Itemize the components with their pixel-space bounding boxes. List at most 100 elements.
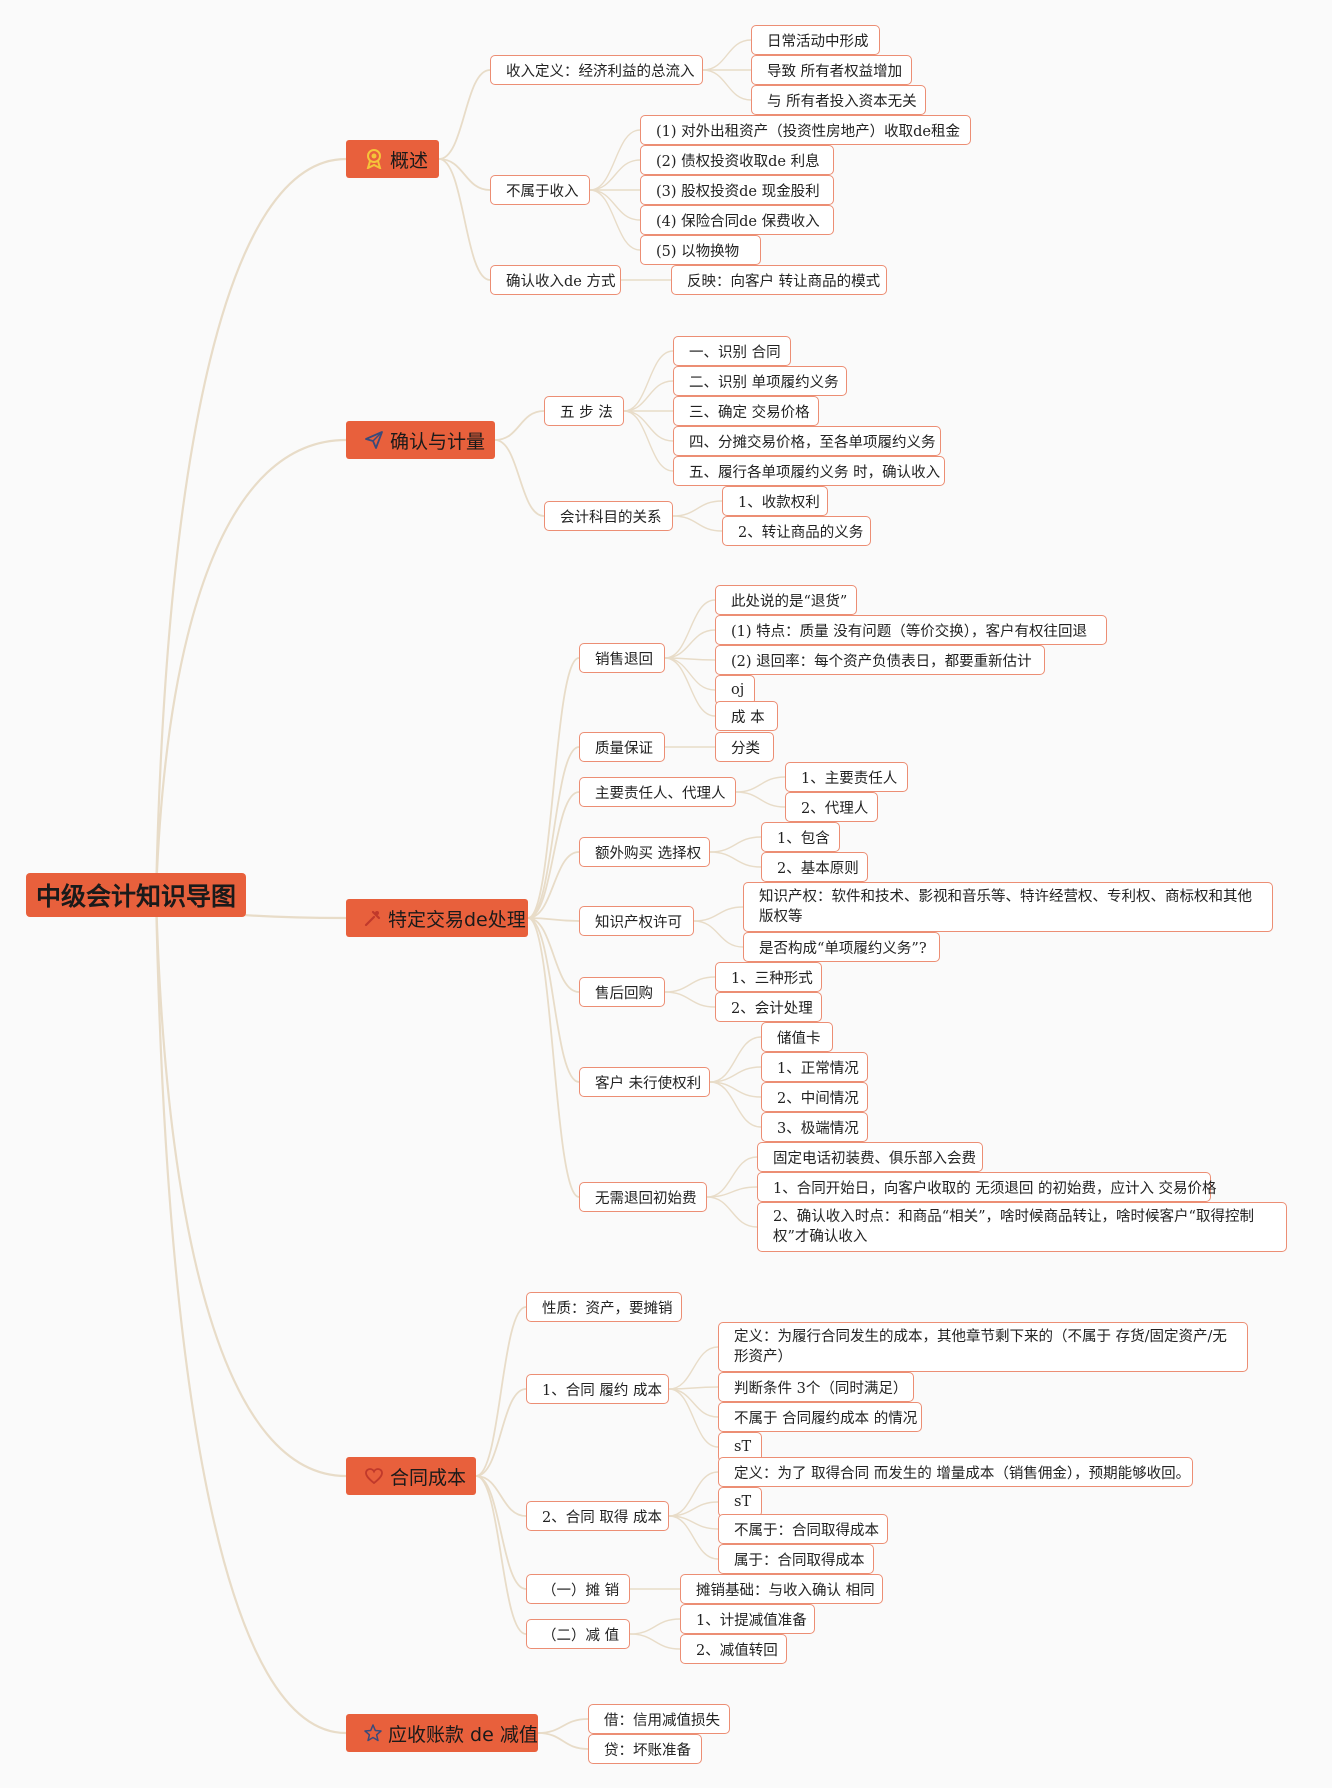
heart-icon — [364, 1466, 384, 1486]
connector-line — [154, 894, 347, 1478]
topic-quality-warranty[interactable]: 质量保证 — [579, 732, 665, 762]
leaf-node[interactable]: 不属于 合同履约成本 的情况 — [718, 1402, 922, 1432]
leaf-node[interactable]: 2、转让商品的义务 — [722, 516, 871, 546]
leaf-node[interactable]: 判断条件 3个（同时满足） — [718, 1372, 914, 1402]
leaf-node[interactable]: 3、极端情况 — [761, 1112, 868, 1142]
leaf-node[interactable]: 导致 所有者权益增加 — [751, 55, 912, 85]
leaf-node[interactable]: 2、会计处理 — [715, 992, 822, 1022]
topic-repurchase[interactable]: 售后回购 — [579, 977, 665, 1007]
connector-line — [527, 917, 580, 1198]
branch-recognition-measurement[interactable]: 确认与计量 — [346, 421, 495, 459]
leaf-node[interactable]: 1、正常情况 — [761, 1052, 868, 1082]
leaf-node[interactable]: 二、识别 单项履约义务 — [673, 366, 847, 396]
leaf-node[interactable]: 1、包含 — [761, 822, 840, 852]
leaf-node[interactable]: 2、确认收入时点：和商品“相关”，啥时候商品转让，啥时候客户“取得控制权”才确认… — [757, 1202, 1287, 1252]
connector-line — [702, 69, 752, 101]
leaf-node[interactable]: 五、履行各单项履约义务 时，确认收入 — [673, 456, 945, 486]
topic-amortization[interactable]: （一）摊 销 — [526, 1574, 630, 1604]
leaf-node[interactable]: 知识产权：软件和技术、影视和音乐等、特许经营权、专利权、商标权和其他版权等 — [743, 882, 1273, 932]
leaf-node[interactable]: (3) 股权投资de 现金股利 — [640, 175, 834, 205]
leaf-node[interactable]: 1、计提减值准备 — [680, 1604, 815, 1634]
connector-line — [709, 851, 762, 868]
topic-sales-return[interactable]: 销售退回 — [579, 643, 665, 673]
leaf-node[interactable]: 2、代理人 — [785, 792, 878, 822]
topic-acquisition-cost[interactable]: 2、合同 取得 成本 — [526, 1501, 669, 1531]
connector-line — [664, 629, 716, 659]
connector-line — [664, 976, 716, 993]
leaf-node[interactable]: 属于：合同取得成本 — [718, 1544, 874, 1574]
branch-overview[interactable]: 概述 — [346, 140, 439, 178]
leaf-node[interactable]: 1、合同开始日，向客户收取的 无须退回 的初始费，应计入 交易价格 — [757, 1172, 1217, 1202]
topic-performance-cost[interactable]: 1、合同 履约 成本 — [526, 1374, 669, 1404]
branch-contract-cost[interactable]: 合同成本 — [346, 1457, 476, 1495]
leaf-node[interactable]: 是否构成“单项履约义务”? — [743, 932, 940, 962]
root-node[interactable]: 中级会计知识导图 — [26, 873, 246, 917]
leaf-node[interactable]: 1、主要责任人 — [785, 762, 908, 792]
leaf-node[interactable]: 储值卡 — [761, 1022, 833, 1052]
leaf-node[interactable]: 1、收款权利 — [722, 486, 828, 516]
leaf-node[interactable]: 2、基本原则 — [761, 852, 868, 882]
topic-five-steps[interactable]: 五 步 法 — [544, 396, 624, 426]
leaf-node[interactable]: 三、确定 交易价格 — [673, 396, 819, 426]
leaf-node[interactable]: 2、中间情况 — [761, 1082, 868, 1112]
topic-debit[interactable]: 借：信用减值损失 — [588, 1704, 730, 1734]
connector-line — [623, 380, 674, 412]
leaf-node[interactable]: 成 本 — [715, 701, 778, 731]
topic-recognition-method[interactable]: 确认收入de 方式 — [490, 265, 621, 295]
paper-plane-icon — [364, 430, 384, 450]
leaf-node[interactable]: (2) 债权投资收取de 利息 — [640, 145, 834, 175]
leaf-node[interactable]: oj — [715, 675, 755, 705]
leaf-node[interactable]: 反映：向客户 转让商品的模式 — [671, 265, 887, 295]
leaf-node[interactable]: 2、减值转回 — [680, 1634, 787, 1664]
connector-line — [527, 746, 580, 919]
leaf-node[interactable]: 与 所有者投入资本无关 — [751, 85, 926, 115]
topic-nonrefundable-fee[interactable]: 无需退回初始费 — [579, 1182, 707, 1212]
leaf-node[interactable]: 固定电话初装费、俱乐部入会费 — [757, 1142, 983, 1172]
connector-line — [438, 69, 491, 160]
connector-line — [537, 1718, 589, 1734]
topic-revenue-definition[interactable]: 收入定义：经济利益的总流入 — [490, 55, 703, 85]
leaf-node[interactable]: 定义：为了 取得合同 而发生的 增量成本（销售佣金），预期能够收回。 — [718, 1457, 1193, 1487]
leaf-node[interactable]: (4) 保险合同de 保费收入 — [640, 205, 834, 235]
connector-line — [709, 1081, 762, 1128]
connector-line — [154, 157, 347, 896]
topic-nature[interactable]: 性质：资产，要摊销 — [526, 1292, 682, 1322]
leaf-node[interactable]: (5) 以物换物 — [640, 235, 761, 265]
connector-line — [629, 1633, 681, 1650]
connector-line — [494, 439, 545, 517]
connector-line — [589, 129, 641, 191]
topic-credit[interactable]: 贷：坏账准备 — [588, 1734, 702, 1764]
connector-line — [527, 791, 580, 919]
leaf-node[interactable]: (1) 特点：质量 没有问题（等价交换），客户有权往回退 — [715, 615, 1107, 645]
connector-line — [623, 410, 674, 442]
branch-specific-transactions[interactable]: 特定交易de处理 — [346, 899, 528, 937]
leaf-node[interactable]: sT — [718, 1487, 762, 1517]
connector-line — [629, 1618, 681, 1635]
leaf-node[interactable]: (2) 退回率：每个资产负债表日，都要重新估计 — [715, 645, 1045, 675]
leaf-node[interactable]: 分类 — [715, 732, 774, 762]
topic-not-revenue[interactable]: 不属于收入 — [490, 175, 590, 205]
leaf-node[interactable]: 四、分摊交易价格，至各单项履约义务 — [673, 426, 941, 456]
topic-unexercised-rights[interactable]: 客户 未行使权利 — [579, 1067, 710, 1097]
branch-receivables-impairment[interactable]: 应收账款 de 减值 — [346, 1714, 538, 1752]
topic-accounting-relation[interactable]: 会计科目的关系 — [544, 501, 673, 531]
topic-impairment[interactable]: （二）减 值 — [526, 1619, 630, 1649]
leaf-node[interactable]: 摊销基础：与收入确认 相同 — [680, 1574, 883, 1604]
leaf-node[interactable]: 不属于：合同取得成本 — [718, 1514, 888, 1544]
pen-tools-icon — [364, 908, 382, 928]
leaf-node[interactable]: 1、三种形式 — [715, 962, 822, 992]
leaf-node[interactable]: 一、识别 合同 — [673, 336, 791, 366]
leaf-node[interactable]: 日常活动中形成 — [751, 25, 880, 55]
topic-extra-purchase-option[interactable]: 额外购买 选择权 — [579, 837, 710, 867]
leaf-node[interactable]: 定义：为履行合同发生的成本，其他章节剩下来的（不属于 存货/固定资产/无形资产） — [718, 1322, 1248, 1372]
leaf-node[interactable]: (1) 对外出租资产（投资性房地产）收取de租金 — [640, 115, 971, 145]
connector-line — [623, 410, 674, 472]
leaf-node[interactable]: 此处说的是“退货” — [715, 585, 857, 615]
connector-line — [735, 776, 786, 793]
topic-principal-agent[interactable]: 主要责任人、代理人 — [579, 777, 736, 807]
connector-line — [664, 657, 716, 717]
connector-line — [706, 1196, 758, 1228]
topic-ip-license[interactable]: 知识产权许可 — [579, 906, 694, 936]
connector-line — [475, 1306, 527, 1477]
